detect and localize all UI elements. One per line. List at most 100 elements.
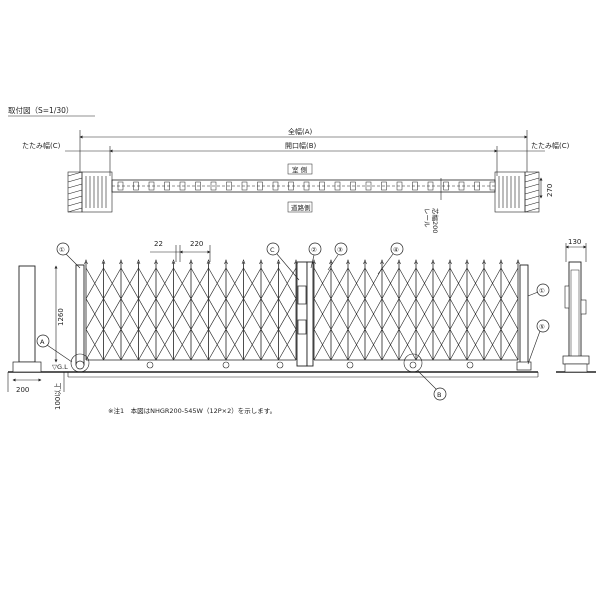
gate-caster-wheel bbox=[409, 361, 417, 369]
callout-c bbox=[266, 242, 280, 256]
callout-1-left-text: ① bbox=[59, 246, 65, 254]
gate-lattice-diagonal bbox=[260, 298, 279, 330]
gate-bar-tip bbox=[431, 259, 435, 265]
gate-bar-tip bbox=[189, 259, 193, 265]
callout-1-right bbox=[536, 283, 550, 297]
drawing-title: 取付図（S=1/30） bbox=[8, 105, 73, 115]
right-end-post bbox=[519, 264, 529, 366]
gate-lattice-diagonal bbox=[138, 329, 157, 361]
right-fold-lines bbox=[498, 176, 520, 208]
callout-3 bbox=[334, 242, 348, 256]
callout-leader bbox=[65, 253, 81, 269]
gate-lattice-diagonal bbox=[243, 329, 262, 361]
gate-lattice-diagonal bbox=[398, 329, 417, 361]
opening-width-label: 開口幅(B) bbox=[285, 141, 317, 150]
right-wall-hatch bbox=[524, 171, 540, 213]
gate-lattice-diagonal bbox=[120, 329, 139, 361]
gate-lattice bbox=[84, 259, 520, 369]
plan-view: 全幅(A) 開口幅(B) たたみ幅(C) たたみ幅(C) 室 側 道路側 bbox=[22, 127, 570, 233]
gate-lattice-diagonal bbox=[155, 329, 174, 361]
callout-leader bbox=[377, 253, 394, 275]
callout-1-left bbox=[56, 242, 70, 256]
gate-lattice-diagonal bbox=[398, 298, 417, 330]
gate-lattice-diagonal bbox=[85, 329, 104, 361]
gate-lattice-diagonal bbox=[347, 298, 366, 330]
gate-lattice-diagonal bbox=[103, 329, 122, 361]
gate-bar-tip bbox=[101, 259, 106, 265]
gate-lattice-diagonal bbox=[173, 298, 192, 330]
gate-lattice-diagonal bbox=[449, 329, 468, 361]
gate-lattice-diagonal bbox=[483, 329, 502, 361]
gate-lattice-diagonal bbox=[415, 267, 434, 299]
depth-label: 270 bbox=[546, 184, 554, 197]
gate-bar-tip bbox=[259, 259, 263, 265]
rail-label-2: 芯幅200 bbox=[431, 208, 440, 233]
gate-lattice-diagonal bbox=[260, 329, 279, 361]
gate-lattice-diagonal bbox=[260, 267, 279, 299]
gate-bar-tip bbox=[224, 259, 228, 265]
callout-leader bbox=[417, 370, 438, 391]
detail-a-circle bbox=[70, 353, 90, 373]
ground-level-label: ▽G.L bbox=[52, 363, 68, 371]
gate-bar-tip bbox=[516, 259, 520, 265]
gate-lattice-diagonal bbox=[415, 329, 434, 361]
pitch-22-label: 22 bbox=[154, 240, 163, 248]
side-width-label: 130 bbox=[568, 238, 581, 246]
gate-lattice-diagonal bbox=[330, 267, 349, 299]
detail-b-circle bbox=[403, 353, 423, 373]
gate-caster-wheel bbox=[222, 361, 230, 369]
center-post-left bbox=[296, 261, 308, 367]
left-post bbox=[18, 265, 36, 363]
gate-lattice-diagonal bbox=[500, 267, 519, 299]
gate-lattice-diagonal bbox=[208, 329, 227, 361]
gate-lattice-diagonal bbox=[364, 267, 383, 299]
gate-bar-tip bbox=[499, 259, 503, 265]
drawing-note: ※注1 本図はNHGR200-545W（12P×2）を示します。 bbox=[108, 406, 276, 415]
gate-bar-tip bbox=[276, 259, 281, 265]
gate-lattice-diagonal bbox=[173, 267, 192, 299]
side-handle bbox=[580, 299, 587, 315]
gate-bar-tip bbox=[206, 259, 211, 265]
gate-lattice-diagonal bbox=[103, 267, 122, 299]
callout-5-text: ⑤ bbox=[539, 323, 545, 331]
gate-bar-tip bbox=[171, 259, 176, 265]
callout-1-right-text: ① bbox=[539, 287, 545, 295]
left-wall-hatch bbox=[67, 171, 83, 213]
road-label-box bbox=[287, 201, 313, 213]
callout-5 bbox=[536, 319, 550, 333]
gate-lattice-diagonal bbox=[398, 267, 417, 299]
callout-leader bbox=[527, 291, 539, 297]
right-fold-stack bbox=[494, 171, 526, 213]
callout-3-text: ③ bbox=[337, 246, 343, 254]
callout-2 bbox=[308, 242, 322, 256]
gate-lattice-diagonal bbox=[173, 329, 192, 361]
gate-lattice-diagonal bbox=[347, 329, 366, 361]
gate-lattice-diagonal bbox=[313, 267, 332, 299]
gate-lattice-diagonal bbox=[225, 298, 244, 330]
gate-lattice-diagonal bbox=[138, 267, 157, 299]
gate-caster-wheel bbox=[146, 361, 154, 369]
callout-b bbox=[433, 387, 447, 401]
gate-lattice-diagonal bbox=[313, 329, 332, 361]
gate-lattice-diagonal bbox=[449, 298, 468, 330]
callout-leader bbox=[46, 344, 73, 363]
gate-lattice-diagonal bbox=[381, 329, 400, 361]
gate-caster-wheel bbox=[466, 361, 474, 369]
overall-width-label: 全幅(A) bbox=[288, 127, 313, 136]
callout-a bbox=[36, 334, 50, 348]
callout-2-text: ② bbox=[311, 246, 317, 254]
right-end-base bbox=[516, 361, 532, 371]
gate-lattice-diagonal bbox=[330, 298, 349, 330]
gate-lattice-diagonal bbox=[381, 298, 400, 330]
center-post-right bbox=[306, 261, 314, 367]
gate-bar-tip bbox=[84, 259, 88, 265]
callout-leader bbox=[310, 254, 315, 269]
gate-lattice-diagonal bbox=[500, 329, 519, 361]
side-bracket bbox=[564, 285, 570, 309]
gate-bar-tip bbox=[119, 259, 123, 265]
gate-lattice-diagonal bbox=[415, 298, 434, 330]
gate-lattice-diagonal bbox=[330, 329, 349, 361]
gate-lattice-diagonal bbox=[138, 298, 157, 330]
side-view: 130 bbox=[556, 238, 596, 373]
center-handle bbox=[297, 319, 307, 335]
